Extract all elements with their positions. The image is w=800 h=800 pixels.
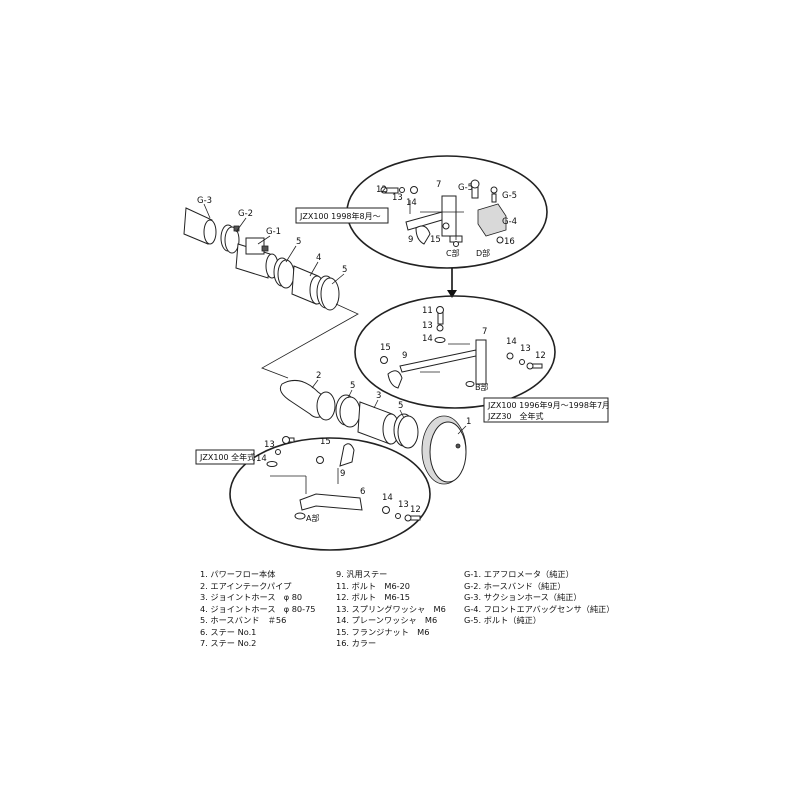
- callout-top-text: JZX100 1998年8月～: [299, 211, 381, 221]
- label-bot-14-a: 14: [256, 454, 267, 464]
- main-leader-lines: [203, 203, 467, 435]
- label-bot-13: 13: [264, 440, 275, 450]
- label-bot-9: 9: [340, 469, 345, 479]
- legend-item: G-2. ホースバンド（純正）: [464, 580, 566, 591]
- label-mid-14-b: 14: [506, 337, 517, 347]
- legend-item: 13. スプリングワッシャ M6: [336, 603, 446, 614]
- legend-item: 6. ステー No.1: [200, 626, 257, 637]
- label-1: 1: [466, 417, 471, 427]
- legend-item: 2. エアインテークパイプ: [200, 580, 292, 591]
- label-top-g5-b: G-5: [502, 191, 517, 201]
- detail-ellipse-middle: [354, 295, 556, 409]
- air-flow-meter: [235, 237, 279, 279]
- label-mid-11: 11: [422, 306, 433, 316]
- label-4: 4: [316, 253, 321, 263]
- label-5-b: 5: [342, 265, 347, 275]
- power-flow-filter: [421, 415, 467, 485]
- label-bot-12: 12: [410, 505, 421, 515]
- area-label-d: D部: [476, 248, 490, 258]
- label-bot-6: 6: [360, 487, 365, 497]
- area-label-a: A部: [306, 513, 319, 523]
- label-top-12: 12: [376, 185, 387, 195]
- label-top-14: 14: [406, 198, 417, 208]
- label-mid-7: 7: [482, 327, 487, 337]
- legend-item: 4. ジョイントホース φ 80-75: [200, 603, 316, 614]
- hose-band-4: [393, 413, 419, 449]
- legend-col-2: 9. 汎用ステー 11. ボルト M6-20 12. ボルト M6-15 13.…: [336, 569, 446, 650]
- hose-band-3: [335, 394, 361, 428]
- legend-item: 16. カラー: [336, 638, 377, 648]
- down-arrow-icon: [447, 268, 457, 298]
- label-mid-14-a: 14: [422, 334, 433, 344]
- legend-item: G-4. フロントエアバッグセンサ（純正）: [464, 603, 615, 614]
- label-g3: G-3: [197, 196, 212, 206]
- label-mid-13: 13: [422, 321, 433, 331]
- legend-item: G-5. ボルト（純正）: [464, 615, 542, 625]
- legend-item: 14. プレーンワッシャ M6: [336, 615, 438, 625]
- callout-top: JZX100 1998年8月～: [295, 207, 389, 224]
- callout-bottom-text: JZX100 全年式: [199, 452, 255, 462]
- legend-col-3: G-1. エアフロメータ（純正） G-2. ホースバンド（純正） G-3. サク…: [464, 569, 614, 627]
- label-top-16: 16: [504, 237, 515, 247]
- label-bot-14-b: 14: [382, 493, 393, 503]
- label-mid-12: 12: [535, 351, 546, 361]
- label-5-d: 5: [398, 401, 403, 411]
- label-5-c: 5: [350, 381, 355, 391]
- callout-middle-line1: JZX100 1996年9月～1998年7月: [487, 400, 610, 410]
- label-g1: G-1: [266, 227, 281, 237]
- part-number-labels: G-3 G-2 G-1 5 4 5 2 5 3 5 1 12 13 14 7 G…: [197, 180, 546, 515]
- joint-hose-80: [357, 401, 400, 445]
- legend-col-1: 1. パワーフロー本体 2. エアインテークパイプ 3. ジョイントホース φ …: [200, 569, 316, 650]
- legend-item: 5. ホースバンド ＃56: [200, 615, 287, 625]
- suction-hose: [183, 207, 217, 245]
- legend-item: 3. ジョイントホース φ 80: [200, 592, 303, 602]
- legend-item: G-1. エアフロメータ（純正）: [464, 569, 574, 579]
- legend-item: 9. 汎用ステー: [336, 569, 388, 579]
- label-mid-15: 15: [380, 343, 391, 353]
- top-detail-parts: [380, 179, 507, 247]
- legend-item: 1. パワーフロー本体: [200, 569, 276, 579]
- label-top-g5-a: G-5: [458, 183, 473, 193]
- legend-item: G-3. サクションホース（純正）: [464, 592, 582, 602]
- label-g2: G-2: [238, 209, 253, 219]
- label-mid-13-b: 13: [520, 344, 531, 354]
- legend-item: 11. ボルト M6-20: [336, 580, 411, 591]
- middle-detail-parts: [380, 306, 543, 389]
- label-top-15: 15: [430, 235, 441, 245]
- hose-band-stock: [220, 224, 240, 254]
- label-top-7: 7: [436, 180, 441, 190]
- legend-item: 12. ボルト M6-15: [336, 592, 411, 602]
- callout-bottom: JZX100 全年式: [195, 449, 255, 465]
- label-2: 2: [316, 371, 321, 381]
- air-intake-pipe: [279, 379, 336, 421]
- label-top-g4: G-4: [502, 217, 517, 227]
- legend-item: 15. フランジナット M6: [336, 626, 430, 637]
- label-5-a: 5: [296, 237, 301, 247]
- label-top-9: 9: [408, 235, 413, 245]
- label-3: 3: [376, 391, 381, 401]
- area-label-b: B部: [475, 382, 489, 392]
- bottom-detail-parts: [266, 436, 421, 522]
- area-label-c: C部: [446, 248, 460, 258]
- legend-item: 7. ステー No.2: [200, 638, 257, 648]
- label-bot-13-b: 13: [398, 500, 409, 510]
- hose-band-1: [273, 257, 295, 289]
- label-mid-9: 9: [402, 351, 407, 361]
- callout-middle-line2: JZZ30 全年式: [487, 411, 544, 421]
- label-bot-15: 15: [320, 437, 331, 447]
- label-top-13: 13: [392, 193, 403, 203]
- detail-ellipse-bottom: [229, 437, 431, 551]
- callout-middle: JZX100 1996年9月～1998年7月 JZZ30 全年式: [483, 397, 610, 423]
- hose-band-2: [316, 275, 340, 311]
